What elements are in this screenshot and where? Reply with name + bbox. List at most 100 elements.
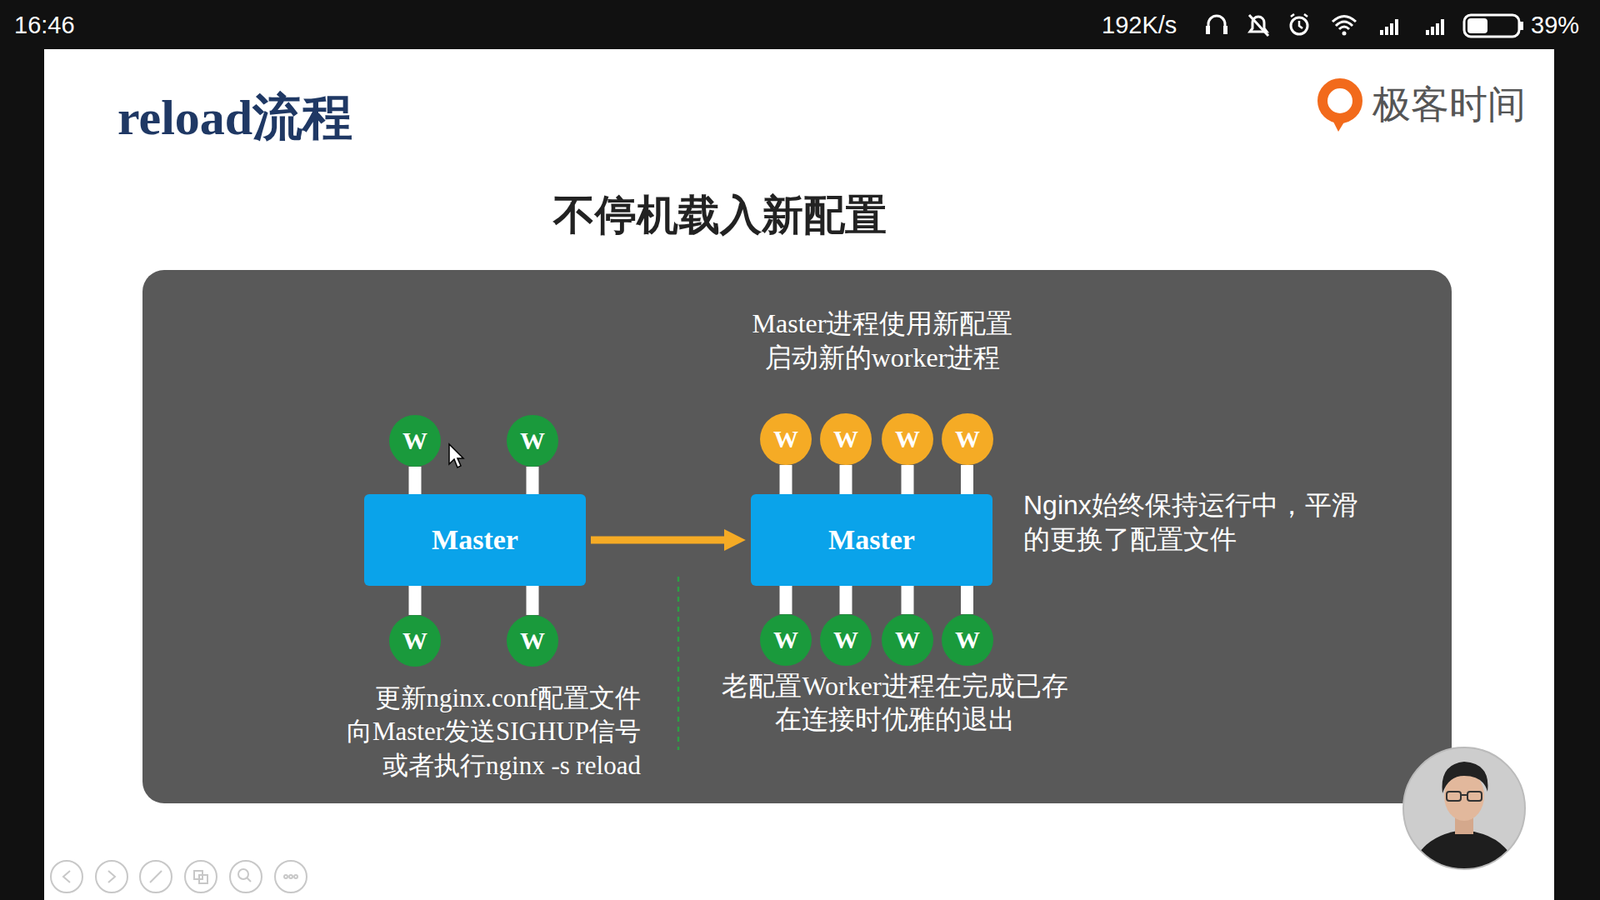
brand-logo-text: 极客时间	[1372, 81, 1526, 128]
worker-circle: W	[506, 615, 559, 667]
presenter-glasses	[1467, 791, 1482, 801]
control-glyph	[108, 870, 115, 883]
annotation-holder: Nginx始终保持运行中，平滑 的更换了配置文件	[1023, 488, 1359, 557]
control-glyph	[199, 875, 208, 884]
battery-level	[1467, 18, 1488, 34]
slide-title: reload流程	[117, 87, 353, 148]
mouse-cursor	[449, 444, 464, 468]
annotation-holder: Master进程使用新配置 启动新的worker进程	[752, 306, 1014, 375]
signal-bar	[1385, 26, 1389, 35]
worker-circle: W	[820, 413, 872, 465]
worker-link	[526, 585, 540, 615]
master-label: Master	[431, 523, 519, 556]
alarm-icon	[1299, 20, 1303, 29]
alarm-icon	[1290, 14, 1308, 17]
logo-ring	[1322, 83, 1358, 119]
signal-bar	[1440, 19, 1445, 35]
signal-icon	[1380, 19, 1445, 35]
presenter-hair	[1442, 761, 1489, 794]
worker-link	[960, 465, 974, 495]
label-holder: 极客时间	[1372, 81, 1526, 128]
status-time: 16:46	[14, 10, 75, 40]
annotation-text: Nginx始终保持运行中，平滑 的更换了配置文件	[1023, 488, 1359, 557]
worker-label: W	[955, 625, 980, 655]
headphone-icon	[1223, 25, 1228, 35]
worker-link	[409, 466, 422, 495]
worker-link	[960, 585, 974, 615]
worker-circle: W	[820, 614, 872, 666]
worker-label: W	[895, 425, 920, 455]
network-speed: 192K/s	[1101, 10, 1177, 40]
master-box: Master	[750, 494, 993, 586]
presenter-figure	[1406, 761, 1522, 884]
wifi-icon	[1342, 31, 1347, 36]
worker-circle: W	[389, 415, 441, 467]
worker-label: W	[955, 425, 980, 455]
worker-label: W	[520, 426, 545, 456]
presenter-webcam	[1403, 747, 1525, 884]
worker-link	[840, 465, 853, 495]
logo-tail	[1330, 115, 1348, 132]
worker-circle: W	[760, 413, 812, 465]
presenter-glasses	[1446, 791, 1461, 801]
slide-controls	[50, 860, 307, 893]
master-label: Master	[828, 523, 915, 556]
headphone-icon	[1208, 15, 1225, 32]
control-button	[185, 860, 217, 893]
slide-ground	[44, 49, 1555, 900]
reload-arrow	[590, 536, 729, 545]
worker-circle: W	[389, 615, 441, 667]
headphone-icon	[1205, 25, 1210, 35]
annotation-holder: 老配置Worker进程在完成已存 在连接时优雅的退出	[721, 669, 1068, 736]
control-glyph	[294, 875, 298, 879]
label-holder: 16:46	[14, 10, 75, 40]
slide-panel: WWMasterWWWWWWMasterWWWWMaster进程使用新配置 启动…	[142, 270, 1452, 804]
control-button	[95, 860, 128, 893]
divider-line	[677, 576, 680, 750]
wifi-icon	[1339, 26, 1350, 30]
worker-link	[840, 585, 853, 615]
signal-bar	[1380, 30, 1384, 35]
panel-ground	[142, 270, 1452, 804]
worker-circle: W	[881, 614, 934, 666]
label-holder: 39%	[1530, 10, 1580, 40]
signal-bar	[1395, 19, 1399, 35]
presenter-body	[1406, 830, 1522, 884]
label-holder: 不停机载入新配置	[553, 190, 887, 240]
battery-body	[1464, 15, 1520, 37]
label-holder: 192K/s	[1101, 10, 1177, 40]
annotation-text: Master进程使用新配置 启动新的worker进程	[752, 306, 1014, 375]
signal-bar	[1425, 30, 1430, 35]
presenter-glasses	[1460, 794, 1468, 796]
worker-label: W	[520, 626, 545, 656]
control-button	[275, 860, 307, 893]
master-box: Master	[364, 494, 586, 586]
worker-link	[780, 585, 793, 615]
control-glyph	[246, 877, 251, 882]
worker-label: W	[833, 625, 859, 655]
worker-label: W	[773, 425, 799, 455]
webcam-rim	[1403, 747, 1525, 870]
worker-label: W	[773, 625, 799, 655]
signal-bar	[1430, 26, 1435, 35]
worker-link	[901, 585, 915, 615]
control-button	[230, 860, 262, 893]
worker-circle: W	[881, 413, 934, 465]
worker-label: W	[402, 426, 428, 456]
mute-icon	[1249, 15, 1269, 36]
signal-bar	[1390, 23, 1394, 35]
worker-circle: W	[506, 415, 559, 467]
worker-circle: W	[760, 614, 812, 666]
brand-logo-icon	[1322, 83, 1358, 132]
control-button	[50, 860, 83, 893]
worker-link	[526, 466, 540, 495]
worker-link	[780, 465, 793, 495]
worker-label: W	[833, 425, 859, 455]
battery-percent: 39%	[1530, 10, 1580, 40]
battery-cap	[1520, 21, 1524, 30]
label-holder: reload流程	[117, 87, 353, 148]
control-button	[140, 860, 172, 893]
signal-bar	[1435, 23, 1440, 35]
